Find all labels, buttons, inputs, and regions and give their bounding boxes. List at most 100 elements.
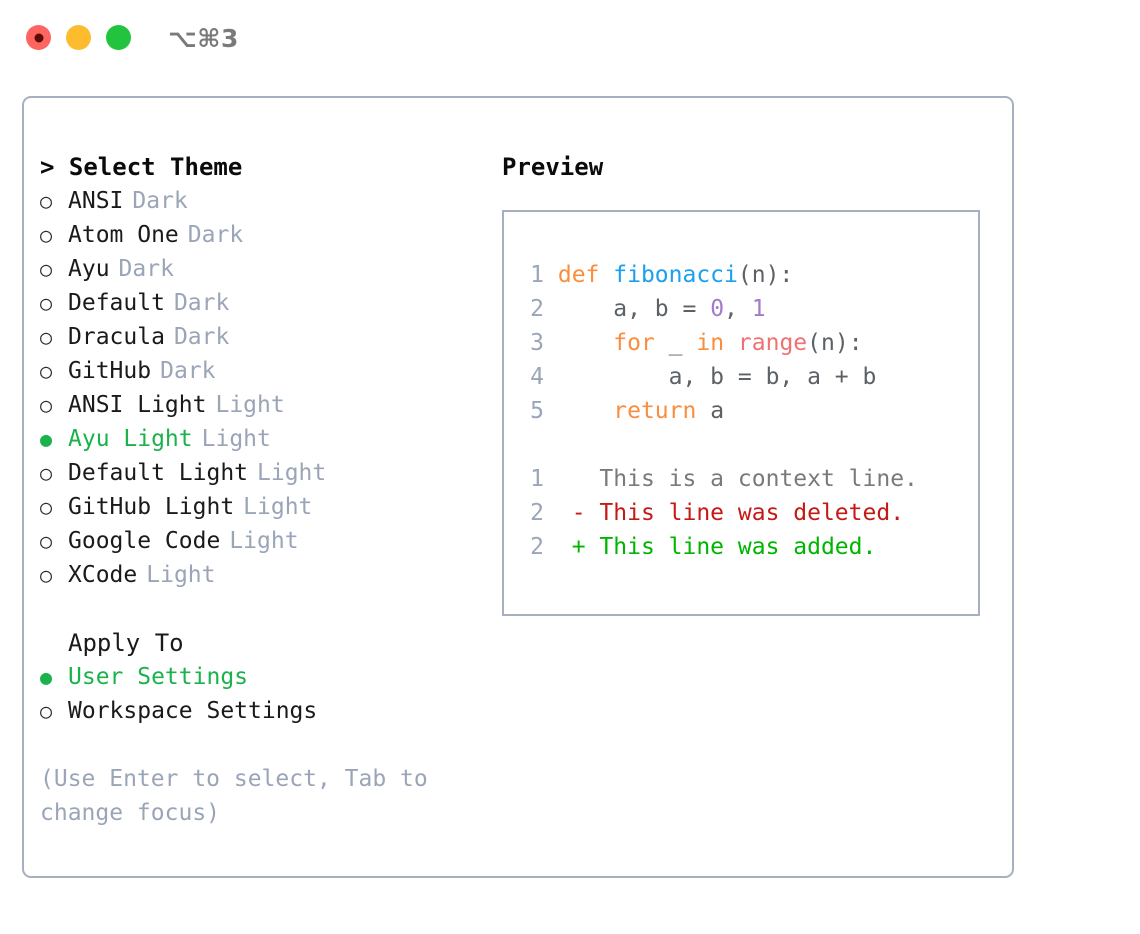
theme-option-atom-one[interactable]: ○ Atom One Dark <box>40 218 470 252</box>
code-token: a, b = b, a + b <box>557 364 877 390</box>
line-number: 3 <box>530 330 544 356</box>
theme-option-label: GitHub <box>68 358 152 384</box>
theme-option-label: ANSI <box>68 188 124 214</box>
code-line: 3 for _ in range(n): <box>522 326 918 360</box>
title-bar: ⌥⌘3 <box>0 0 1140 78</box>
keyboard-hint-line-1: (Use Enter to select, Tab to <box>40 766 428 792</box>
code-token: return <box>613 398 697 424</box>
code-line: 4 a, b = b, a + b <box>522 360 918 394</box>
select-theme-heading: > Select Theme <box>40 153 243 181</box>
theme-option-label: Google Code <box>68 528 221 554</box>
radio-unselected-icon: ○ <box>40 223 53 247</box>
apply-to-option-label: User Settings <box>68 664 249 690</box>
theme-option-label: XCode <box>68 562 138 588</box>
code-line: 2 a, b = 0, 1 <box>522 292 918 326</box>
code-token: def <box>557 262 614 288</box>
theme-option-variant: Dark <box>187 222 244 248</box>
code-token <box>558 398 613 424</box>
radio-unselected-icon: ○ <box>40 189 53 213</box>
apply-to-heading: Apply To <box>68 629 184 657</box>
keyboard-shortcut-label: ⌥⌘3 <box>168 24 239 53</box>
line-number: 2 <box>530 296 544 322</box>
radio-unselected-icon: ○ <box>40 359 53 383</box>
radio-unselected-icon: ○ <box>40 257 53 281</box>
code-token: in <box>696 330 725 356</box>
theme-option-label: ANSI Light <box>68 392 207 418</box>
code-token: , <box>724 296 752 322</box>
code-diff-separator <box>522 428 918 462</box>
theme-option-variant: Light <box>243 494 313 520</box>
theme-option-label: Ayu Light <box>68 426 193 452</box>
theme-option-variant: Dark <box>160 358 216 384</box>
diff-line-text: This is a context line. <box>571 466 918 492</box>
theme-option-label: Atom One <box>68 222 179 248</box>
diff-line-text: - This line was deleted. <box>571 500 905 526</box>
apply-to-option-list[interactable]: ● User Settings ○ Workspace Settings <box>40 660 470 728</box>
radio-unselected-icon: ○ <box>40 563 53 587</box>
code-token: a, b = <box>557 296 711 322</box>
theme-option-variant: Light <box>215 392 285 418</box>
line-number: 1 <box>530 466 544 492</box>
line-number: 5 <box>530 398 544 424</box>
theme-option-default[interactable]: ○ Default Dark <box>40 286 470 320</box>
line-number: 4 <box>530 364 544 390</box>
line-number: 2 <box>530 500 544 526</box>
theme-option-variant: Dark <box>173 290 230 316</box>
theme-option-ansi[interactable]: ○ ANSI Dark <box>40 184 470 218</box>
code-token <box>558 330 613 356</box>
diff-line-text: + This line was added. <box>571 534 877 560</box>
apply-to-option-user-settings[interactable]: ● User Settings <box>40 660 470 694</box>
radio-selected-icon: ● <box>40 665 53 689</box>
code-token: 0 <box>710 296 725 322</box>
line-number: 2 <box>530 534 544 560</box>
code-token: for <box>613 330 655 356</box>
preview-panel: Preview 1 def fibonacci(n):2 a, b = 0, 1… <box>502 150 1002 616</box>
radio-unselected-icon: ○ <box>40 529 53 553</box>
diff-line-add: 2 + This line was added. <box>522 530 918 564</box>
line-number: 1 <box>530 262 544 288</box>
theme-option-variant: Light <box>257 460 327 486</box>
theme-option-label: Default <box>68 290 165 316</box>
radio-selected-icon: ● <box>40 427 53 451</box>
radio-unselected-icon: ○ <box>40 699 53 723</box>
theme-option-variant: Light <box>201 426 271 452</box>
diff-line-del: 2 - This line was deleted. <box>522 496 918 530</box>
theme-option-variant: Light <box>146 562 216 588</box>
preview-heading: Preview <box>502 153 604 181</box>
theme-option-default-light[interactable]: ○ Default Light Light <box>40 456 470 490</box>
radio-unselected-icon: ○ <box>40 461 53 485</box>
keyboard-hint: (Use Enter to select, Tab to change focu… <box>40 762 440 830</box>
theme-option-label: Ayu <box>68 256 110 282</box>
code-token: a <box>696 398 725 424</box>
radio-unselected-icon: ○ <box>40 325 53 349</box>
theme-option-ayu-light[interactable]: ● Ayu Light Light <box>40 422 470 456</box>
zoom-window-icon[interactable] <box>106 25 131 50</box>
theme-option-label: Dracula <box>68 324 165 350</box>
theme-option-xcode[interactable]: ○ XCode Light <box>40 558 470 592</box>
radio-unselected-icon: ○ <box>40 291 53 315</box>
code-token: fibonacci <box>613 262 738 288</box>
code-line: 5 return a <box>522 394 918 428</box>
radio-unselected-icon: ○ <box>40 495 53 519</box>
code-token: _ <box>654 330 697 356</box>
theme-option-variant: Dark <box>132 188 188 214</box>
code-token: 1 <box>751 296 766 322</box>
minimize-window-icon[interactable] <box>66 25 91 50</box>
apply-to-option-label: Workspace Settings <box>68 698 318 724</box>
keyboard-hint-line-2: change focus) <box>40 800 221 826</box>
close-window-icon[interactable] <box>26 25 51 50</box>
theme-option-label: Default Light <box>68 460 249 486</box>
apply-to-option-workspace-settings[interactable]: ○ Workspace Settings <box>40 694 470 728</box>
theme-option-github[interactable]: ○ GitHub Dark <box>40 354 470 388</box>
code-line: 1 def fibonacci(n): <box>522 258 918 292</box>
code-token: (n): <box>807 330 863 356</box>
code-token: range <box>737 330 808 356</box>
